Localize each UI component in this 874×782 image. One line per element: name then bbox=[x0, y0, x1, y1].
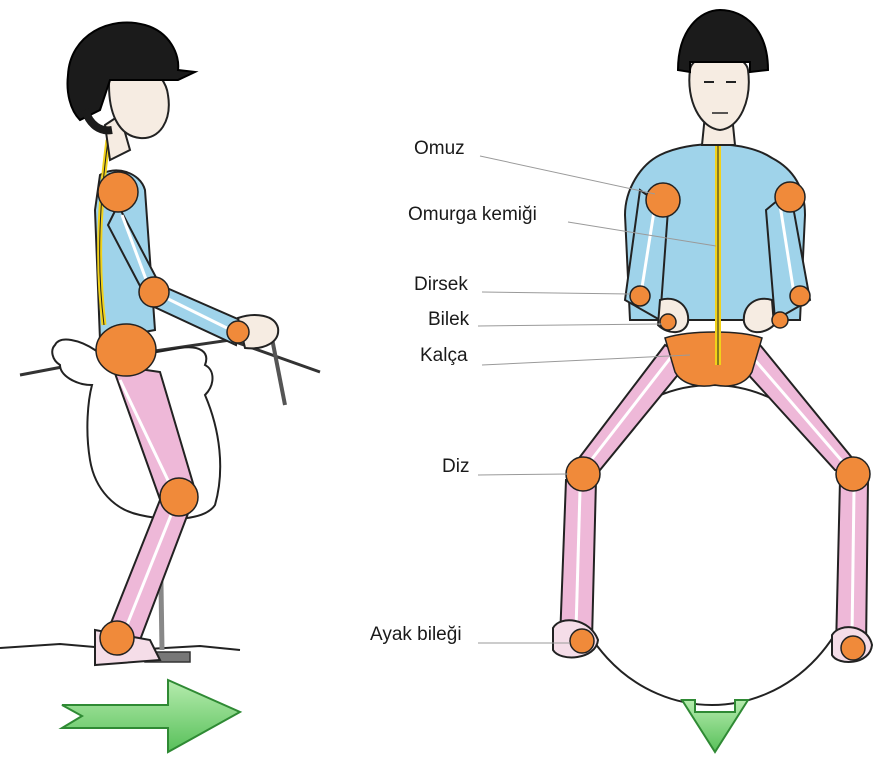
label-elbow: Dirsek bbox=[414, 274, 468, 296]
side-wrist-joint bbox=[227, 321, 249, 343]
side-ankle-joint bbox=[100, 621, 134, 655]
leader-shoulder bbox=[480, 156, 655, 194]
leader-wrist bbox=[478, 324, 662, 326]
side-knee-joint bbox=[160, 478, 198, 516]
front-left-shoulder-joint bbox=[646, 183, 680, 217]
front-helmet bbox=[678, 10, 768, 72]
front-view-rider bbox=[553, 10, 872, 752]
label-ankle: Ayak bileği bbox=[370, 624, 462, 646]
front-left-wrist-joint bbox=[660, 314, 676, 330]
front-left-elbow-joint bbox=[630, 286, 650, 306]
label-knee: Diz bbox=[442, 456, 469, 478]
side-shoulder-joint bbox=[98, 172, 138, 212]
down-arrow-icon bbox=[682, 700, 748, 752]
front-right-wrist-joint bbox=[772, 312, 788, 328]
front-hip-pelvis bbox=[665, 332, 762, 386]
front-face bbox=[689, 55, 748, 130]
label-wrist: Bilek bbox=[428, 309, 469, 331]
forward-arrow-icon bbox=[62, 680, 240, 752]
front-right-shoulder-joint bbox=[775, 182, 805, 212]
label-spine: Omurga kemiği bbox=[408, 204, 537, 226]
front-right-ankle-joint bbox=[841, 636, 865, 660]
label-shoulder: Omuz bbox=[414, 138, 465, 160]
side-hip-joint bbox=[96, 324, 156, 376]
side-elbow-joint bbox=[139, 277, 169, 307]
front-left-ankle-joint bbox=[570, 629, 594, 653]
side-view-rider bbox=[0, 22, 320, 752]
front-right-elbow-joint bbox=[790, 286, 810, 306]
front-left-knee-joint bbox=[566, 457, 600, 491]
front-right-knee-joint bbox=[836, 457, 870, 491]
leader-knee bbox=[478, 474, 568, 475]
label-hip: Kalça bbox=[420, 345, 468, 367]
leader-elbow bbox=[482, 292, 630, 294]
